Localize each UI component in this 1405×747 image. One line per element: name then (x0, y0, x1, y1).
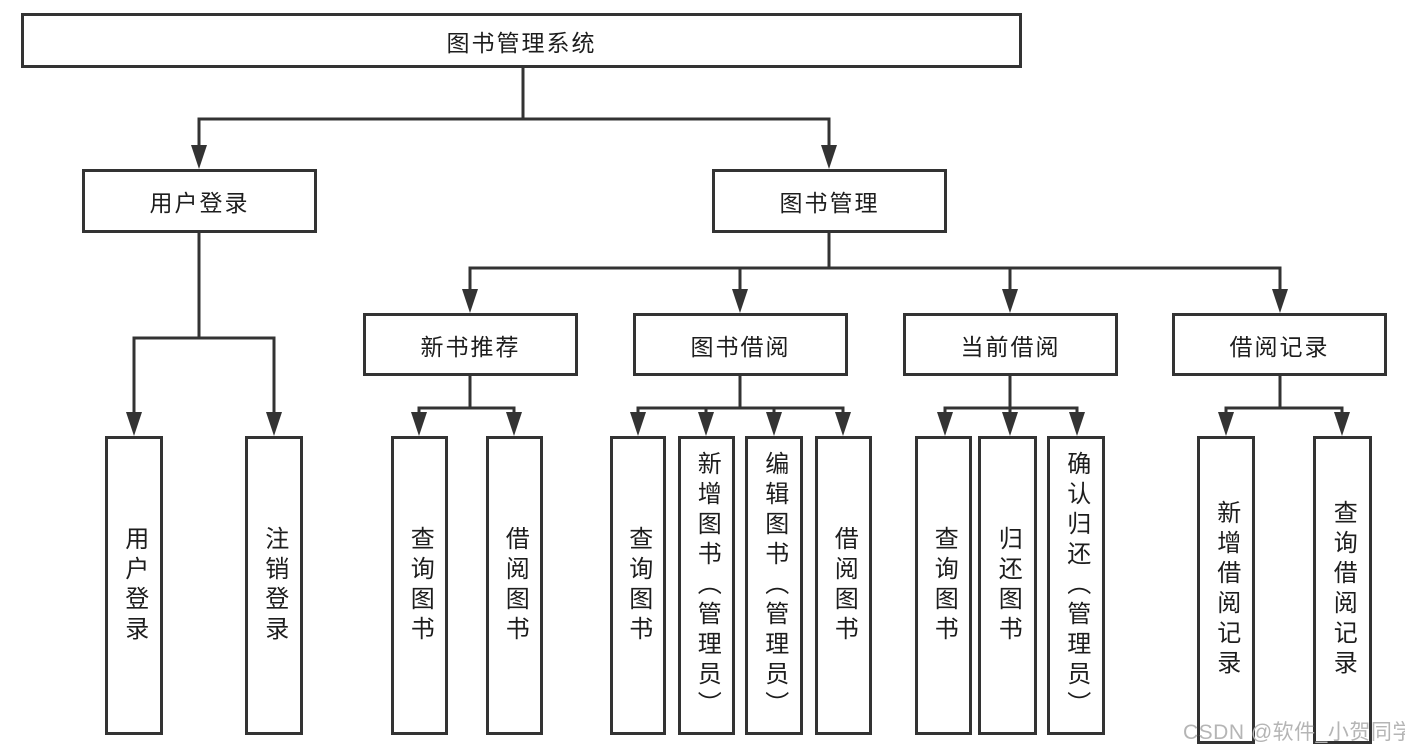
leaf-borrow-book: 借阅图书 (815, 436, 872, 735)
leaf-edit-book-admin: 编辑图书（管理员） (745, 436, 803, 735)
node-book-management-branch: 图书管理 (712, 169, 947, 233)
leaf-query-borrow-record: 查询借阅记录 (1313, 436, 1372, 744)
leaf-query-book-current: 查询图书 (915, 436, 972, 735)
node-root-library-system: 图书管理系统 (21, 13, 1022, 68)
leaf-logout: 注销登录 (245, 436, 303, 735)
leaf-confirm-return-admin: 确认归还（管理员） (1047, 436, 1105, 735)
leaf-borrow-book-recommend: 借阅图书 (486, 436, 543, 735)
node-book-borrow: 图书借阅 (633, 313, 848, 376)
node-new-book-recommend: 新书推荐 (363, 313, 578, 376)
leaf-add-book-admin: 新增图书（管理员） (678, 436, 735, 735)
node-user-login-branch: 用户登录 (82, 169, 317, 233)
leaf-return-book: 归还图书 (978, 436, 1037, 735)
leaf-add-borrow-record: 新增借阅记录 (1197, 436, 1255, 744)
leaf-query-book-recommend: 查询图书 (391, 436, 448, 735)
node-current-borrow: 当前借阅 (903, 313, 1118, 376)
leaf-user-login: 用户登录 (105, 436, 163, 735)
leaf-query-book-borrow: 查询图书 (610, 436, 666, 735)
node-borrow-records: 借阅记录 (1172, 313, 1387, 376)
csdn-watermark: CSDN @软件_小贺同学 (1183, 721, 1405, 744)
